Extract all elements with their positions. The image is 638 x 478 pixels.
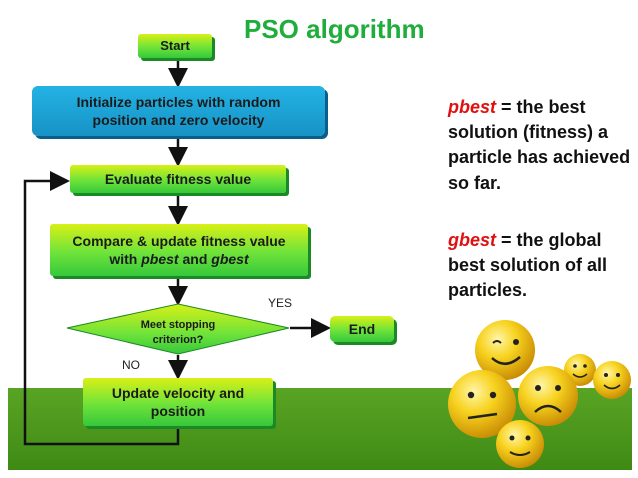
pbest-term: pbest [448,97,497,117]
end-node: End [330,316,394,342]
update-line-2: position [150,403,206,419]
yes-label: YES [268,296,293,310]
smiley-face-icon [475,320,535,380]
compare-with: with [109,251,142,267]
no-label: NO [122,358,140,372]
update-line-1: Update velocity and [111,384,245,401]
arrow-loop-back [23,171,180,446]
decision-line-2: criterion? [152,333,204,346]
evaluate-label: Evaluate fitness value [104,170,252,187]
evaluate-node: Evaluate fitness value [70,165,286,193]
smiley-face-icon [448,370,516,438]
smiley-face-icon [496,420,544,468]
decision-label: Meet stopping criterion? [118,318,238,348]
pbest-definition: pbest = the best solution (fitness) a pa… [448,95,633,196]
compare-pbest: pbest [141,251,179,267]
pbest-text: = the best solution (fitness) a particle… [448,97,631,193]
smiley-face-icon [593,361,631,399]
start-label: Start [160,37,190,53]
compare-gbest: gbest [211,251,249,267]
initialize-node: Initialize particles with random positio… [32,86,325,136]
init-line-1: Initialize particles with random [76,93,281,110]
update-node: Update velocity and position [83,378,273,426]
gbest-text: = the global best solution of all partic… [448,230,608,301]
start-node: Start [138,34,212,58]
gbest-term: gbest [448,230,497,250]
compare-and: and [178,251,212,267]
init-line-2: position and zero velocity [92,112,265,128]
end-label: End [348,320,376,337]
smiley-face-icon [518,366,578,426]
gbest-definition: gbest = the global best solution of all … [448,228,633,304]
page-title: PSO algorithm [244,14,425,44]
compare-node: Compare & update fitness value with pbes… [50,224,308,276]
decision-line-1: Meet stopping [140,319,216,331]
compare-line-1: Compare & update fitness value [72,232,286,249]
